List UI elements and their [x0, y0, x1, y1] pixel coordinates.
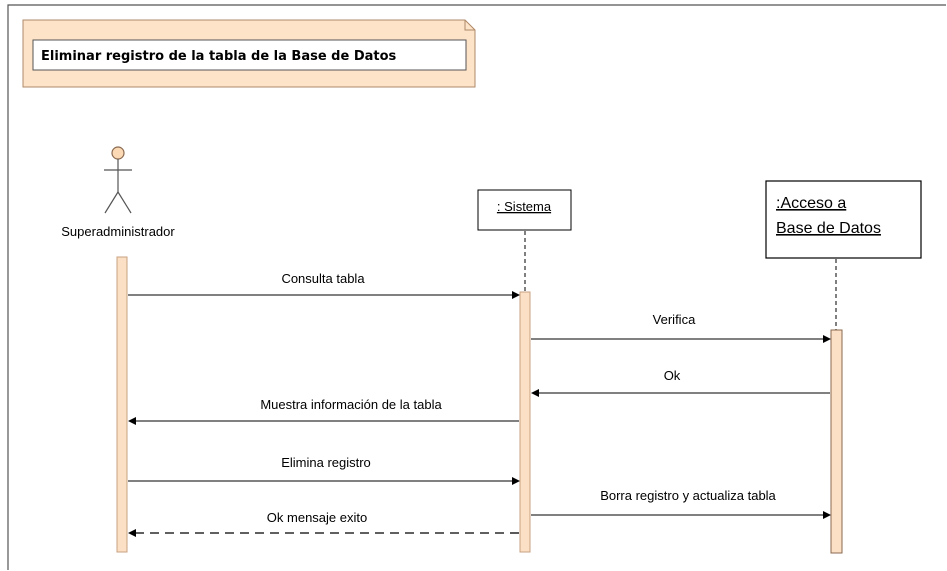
message-borra-registro: Borra registro y actualiza tabla	[531, 488, 831, 519]
activation-actor	[116, 256, 128, 553]
message-verifica: Verifica	[531, 312, 831, 343]
lifeline-sistema-label: : Sistema	[497, 199, 552, 214]
message-ok: Ok	[531, 368, 830, 397]
message-label: Verifica	[653, 312, 696, 327]
message-consulta-tabla: Consulta tabla	[128, 271, 520, 299]
message-label: Elimina registro	[281, 455, 371, 470]
diagram-title: Eliminar registro de la tabla de la Base…	[41, 49, 397, 64]
lifeline-bd-label-line1: :Acceso a	[776, 195, 846, 212]
message-label: Ok mensaje exito	[267, 510, 367, 525]
diagram-frame	[7, 4, 946, 570]
activation-bd	[830, 329, 843, 554]
title-note: Eliminar registro de la tabla de la Base…	[22, 19, 476, 88]
message-label: Ok	[664, 368, 681, 383]
message-label: Consulta tabla	[281, 271, 365, 286]
message-elimina-registro: Elimina registro	[128, 455, 520, 485]
actor-name: Superadministrador	[61, 224, 175, 239]
message-muestra-informacion: Muestra información de la tabla	[128, 397, 519, 425]
message-ok-mensaje-exito: Ok mensaje exito	[128, 510, 519, 537]
activation-sistema	[519, 291, 531, 553]
message-label: Muestra información de la tabla	[260, 397, 442, 412]
actor-figure-icon	[104, 146, 132, 214]
message-label: Borra registro y actualiza tabla	[600, 488, 776, 503]
lifeline-bd-label-line2: Base de Datos	[776, 220, 881, 237]
lifeline-acceso-bd: :Acceso a Base de Datos	[765, 180, 922, 330]
lifeline-sistema: : Sistema	[477, 189, 572, 293]
